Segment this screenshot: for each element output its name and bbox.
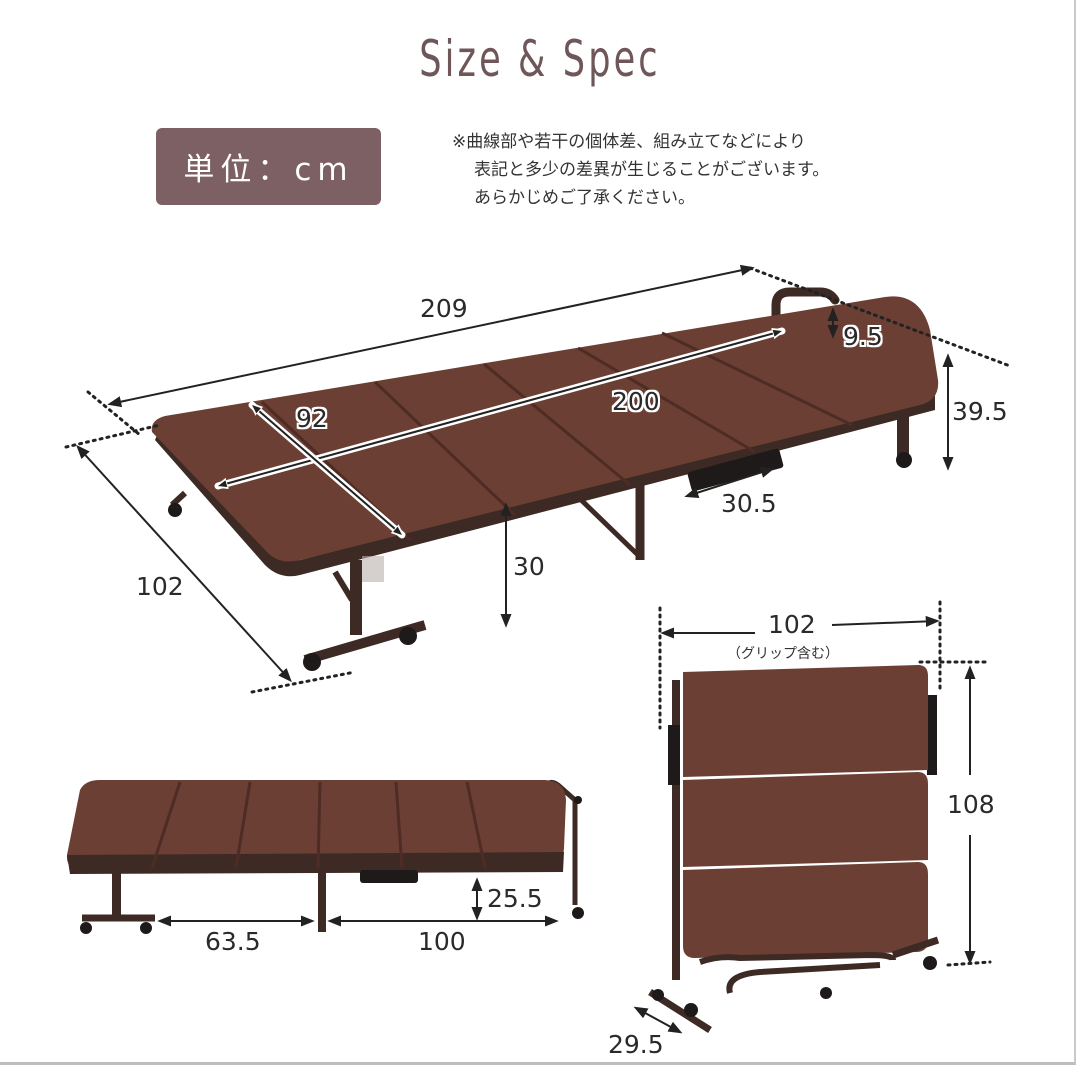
dim-note-including-grip: （グリップ含む）	[727, 646, 839, 662]
page-title: Size & Spec	[419, 30, 661, 88]
dim-label-grip-height: 9.5	[843, 322, 883, 351]
unit-badge: 単位：cm	[156, 128, 381, 205]
dim-label-total-length: 209	[420, 294, 468, 323]
note-line: あらかじめご了承ください。	[474, 188, 695, 208]
dim-label-clearance: 25.5	[487, 884, 543, 913]
dim-label-total-width: 102	[136, 572, 184, 601]
dim-label-mattress-width: 92	[296, 404, 328, 433]
dim-label-left-section: 63.5	[205, 927, 261, 956]
front-leg	[303, 556, 427, 671]
dim-label-folded-width: 102	[768, 610, 816, 639]
dim-line-29-5	[633, 1006, 683, 1034]
headboard-grip	[771, 287, 840, 335]
folded-panel-middle	[683, 772, 928, 867]
mattress	[151, 296, 939, 562]
disclaimer-note: ※曲線部や若干の個体差、組み立てなどにより 表記と多少の差異が生じることがござい…	[452, 128, 829, 212]
folded-view-illustration	[633, 600, 992, 1034]
dim-label-folded-depth: 29.5	[608, 1030, 664, 1059]
folded-panel-top	[683, 665, 928, 777]
dim-label-folded-height: 108	[947, 790, 995, 819]
folded-panel-bottom	[683, 862, 928, 958]
dim-label-height-with-grip: 39.5	[952, 397, 1008, 426]
dim-line-92	[252, 405, 402, 535]
note-line: 表記と多少の差異が生じることがございます。	[474, 160, 830, 180]
dim-label-mattress-length: 200	[612, 387, 660, 416]
dim-line-30-5	[684, 467, 775, 498]
dim-label-bed-height: 30	[513, 552, 545, 581]
dim-line-102-folded-right	[831, 615, 940, 628]
side-view-illustration	[66, 779, 584, 934]
dim-line-102-depth	[76, 444, 292, 683]
open-bed-illustration	[64, 264, 1012, 694]
note-line: ※曲線部や若干の個体差、組み立てなどにより	[452, 132, 806, 152]
dim-label-handle-length: 30.5	[721, 489, 777, 518]
dim-label-right-section: 100	[418, 927, 466, 956]
mattress-side	[66, 780, 567, 870]
far-leg-left	[168, 490, 188, 517]
